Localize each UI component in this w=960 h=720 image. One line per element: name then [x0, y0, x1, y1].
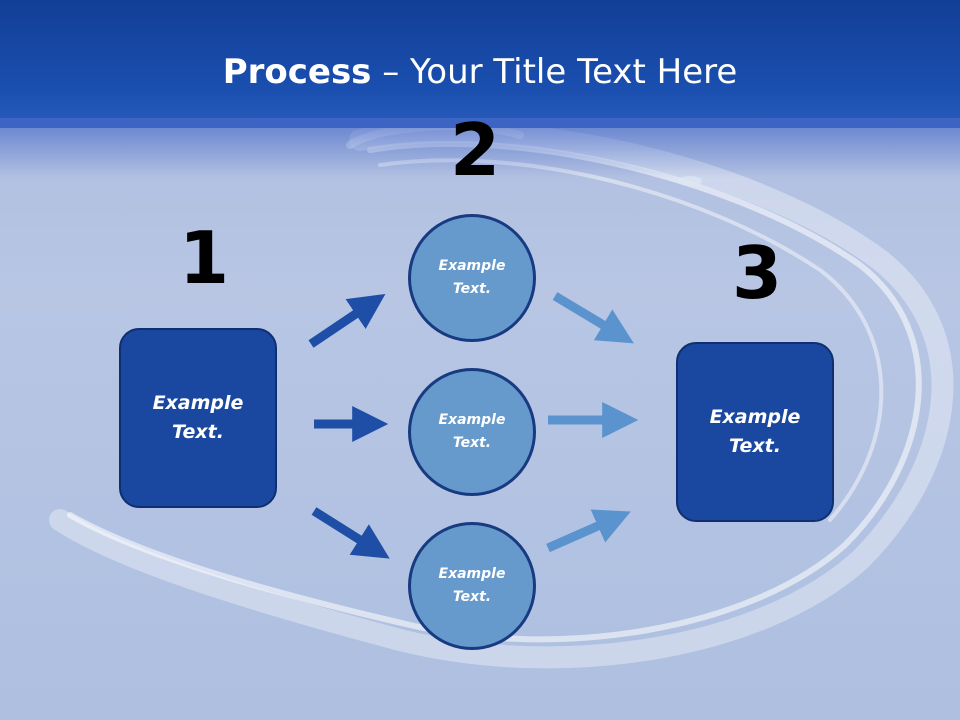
arrow-bottom-to-3	[546, 509, 631, 553]
circle-bottom: Example Text.	[408, 522, 536, 650]
step-3-box: Example Text.	[676, 342, 834, 522]
circle-bottom-label: Example Text.	[438, 566, 506, 605]
circle-top: Example Text.	[408, 214, 536, 342]
arrow-1-to-top	[308, 293, 386, 348]
arrow-1-to-bottom	[311, 507, 390, 559]
slide-title: Process – Your Title Text Here	[0, 52, 960, 92]
step-1-label: Example Text.	[152, 392, 244, 443]
circle-middle-label: Example Text.	[438, 412, 506, 451]
circle-top-label: Example Text.	[438, 258, 506, 297]
title-rest: – Your Title Text Here	[371, 52, 738, 92]
step-number-1: 1	[179, 216, 230, 300]
step-number-2: 2	[450, 108, 501, 192]
arrow-top-to-3	[552, 292, 634, 344]
step-1-box: Example Text.	[119, 328, 277, 508]
title-bold: Process	[222, 52, 372, 92]
circle-middle: Example Text.	[408, 368, 536, 496]
step-number-3: 3	[732, 231, 783, 315]
title-bar	[0, 0, 960, 128]
title-bar-fade	[0, 118, 960, 178]
step-3-label: Example Text.	[709, 406, 801, 457]
